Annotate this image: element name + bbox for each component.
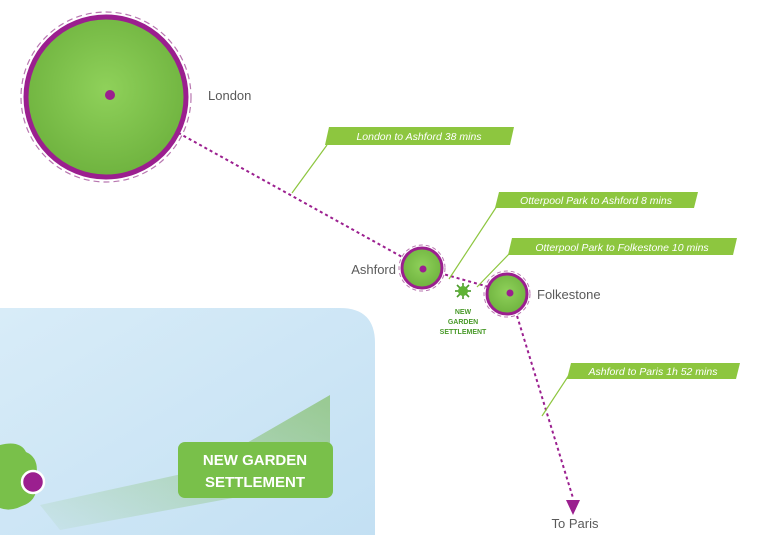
town-london: London [20,11,251,183]
route-folkestone-paris [509,292,574,499]
label-folkestone: Folkestone [537,287,601,302]
leader-otterpool-ashford [448,205,498,280]
highlight-beam [40,395,330,530]
leader-ashford-paris [541,374,570,417]
new-garden-settlement-badge: NEW GARDEN SETTLEMENT [178,442,333,498]
route-arrowhead [566,500,580,515]
label-ashford: Ashford [351,262,396,277]
tag-leaders [291,144,570,417]
settlement-label-line-1: NEW [455,309,472,316]
badge-line-1: NEW GARDEN [203,452,307,469]
leader-otterpool-folkestone [476,252,511,288]
tag-text-london-ashford: London to Ashford 38 mins [356,131,482,143]
tag-otterpool-folkestone: Otterpool Park to Folkestone 10 mins [508,238,737,255]
tag-otterpool-ashford: Otterpool Park to Ashford 8 mins [495,192,698,208]
tag-text-otterpool-folkestone: Otterpool Park to Folkestone 10 mins [535,242,709,254]
leader-london-ashford [291,144,328,194]
settlement-label-line-2: GARDEN [448,319,478,326]
town-folkestone: Folkestone [483,270,601,318]
tag-london-ashford: London to Ashford 38 mins [325,127,514,145]
new-garden-settlement-marker: NEW GARDEN SETTLEMENT [440,283,487,336]
settlement-label-line-3: SETTLEMENT [440,329,487,336]
label-london: London [208,88,251,103]
map-inset: NEW GARDEN SETTLEMENT [0,308,375,535]
tag-text-otterpool-ashford: Otterpool Park to Ashford 8 mins [520,195,673,207]
tag-ashford-paris: Ashford to Paris 1h 52 mins [567,363,740,379]
label-to-paris: To Paris [552,516,599,531]
badge-line-2: SETTLEMENT [205,474,305,491]
tag-text-ashford-paris: Ashford to Paris 1h 52 mins [588,366,719,378]
town-ashford: Ashford [351,244,446,292]
map-land-area [0,443,37,510]
map-location-marker [20,469,46,495]
settlement-star-icon [455,283,471,299]
